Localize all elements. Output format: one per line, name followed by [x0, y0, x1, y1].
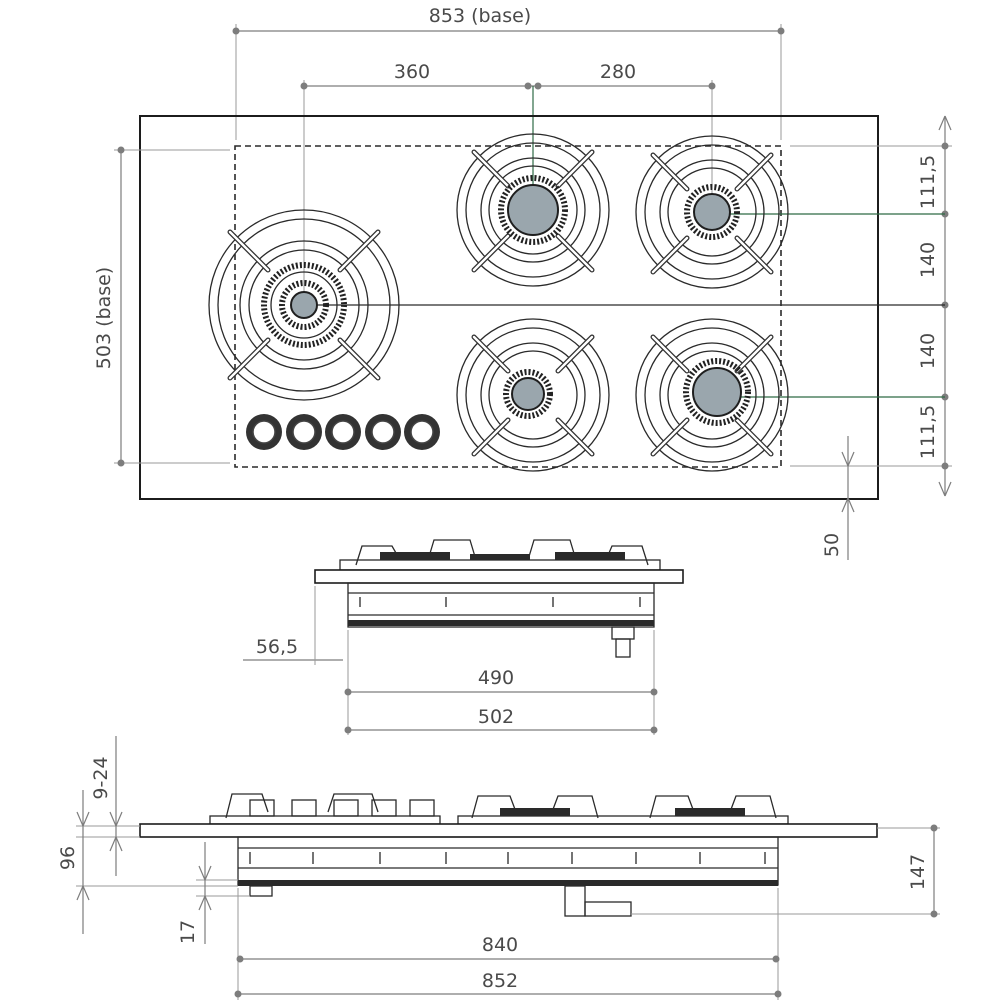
dim-front-inner-width: 490	[478, 667, 514, 689]
dim-right-height: 147	[907, 854, 929, 890]
dim-base-depth: 503 (base)	[93, 267, 115, 369]
burner-bottom-middle	[456, 318, 610, 472]
dim-grate-height: 9-24	[90, 756, 112, 799]
dim-base-height: 17	[177, 920, 199, 944]
dim-offset-bottom: 50	[821, 533, 843, 557]
dim-left-offset: 56,5	[256, 636, 298, 658]
side-glass-panel	[139, 823, 878, 838]
burner-top-middle	[456, 133, 610, 287]
front-view: 56,5 490 502	[243, 539, 684, 735]
front-view-grates	[355, 539, 649, 566]
dim-right-4: 111,5	[917, 405, 939, 459]
burner-wok	[208, 209, 400, 401]
dim-front-outer-width: 502	[478, 706, 514, 728]
dim-side-inner-width: 840	[482, 934, 518, 956]
dim-spacing-left: 360	[394, 61, 430, 83]
dim-right-2: 140	[917, 242, 939, 278]
control-knobs	[246, 414, 440, 450]
dim-right-1: 111,5	[917, 155, 939, 209]
burner-bottom-right	[635, 318, 789, 472]
side-view-grates	[209, 793, 789, 825]
dim-total-height: 96	[57, 846, 79, 870]
dim-side-outer-width: 852	[482, 970, 518, 992]
glass-panel-outline	[139, 115, 879, 500]
side-view: 9-24 96 17 147 840 852	[57, 736, 940, 1000]
burner-top-right	[635, 135, 789, 289]
front-glass-panel	[314, 569, 684, 584]
dim-spacing-right: 280	[600, 61, 636, 83]
dim-base-width: 853 (base)	[429, 5, 531, 27]
dim-right-3: 140	[917, 333, 939, 369]
top-view: 853 (base) 360 280 503 (base)	[93, 5, 952, 560]
